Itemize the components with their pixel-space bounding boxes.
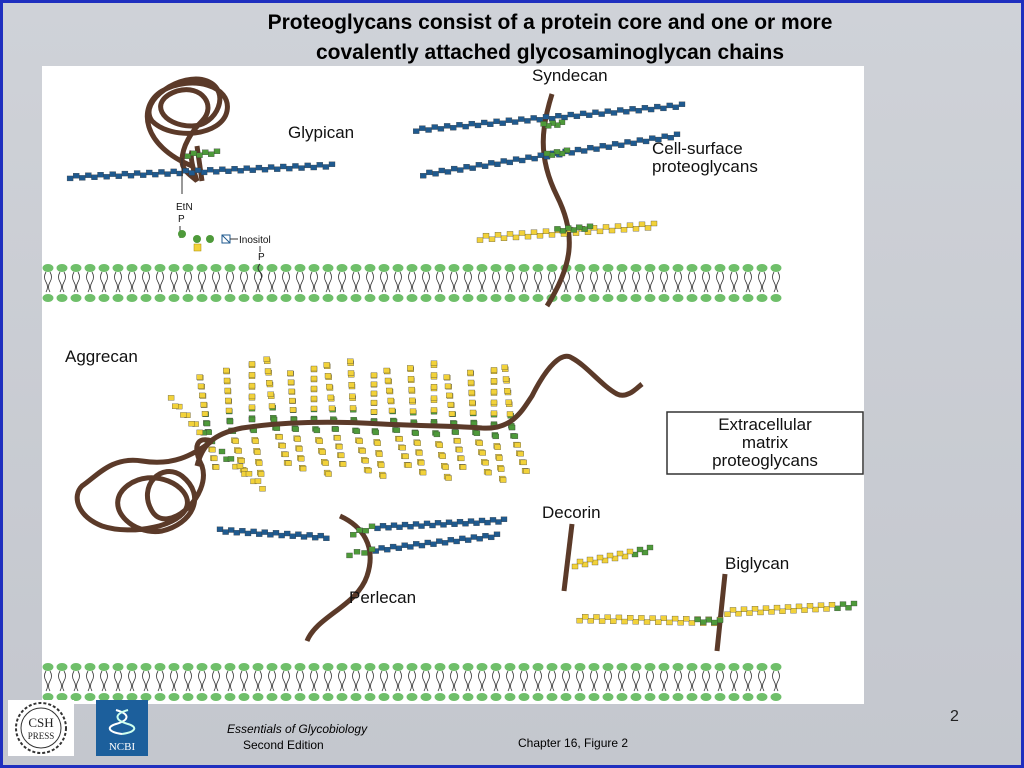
- page-number: 2: [950, 708, 959, 725]
- glypican-label: Glypican: [288, 123, 354, 142]
- title-line-2: covalently attached glycosaminoglycan ch…: [316, 41, 784, 64]
- aggrecan-core: [194, 353, 644, 467]
- perlecan-core: [304, 513, 373, 643]
- perlecan-gag-chains: [216, 516, 508, 559]
- syndecan-label: Syndecan: [532, 66, 608, 85]
- phosphate-label-1: P: [178, 214, 185, 225]
- decorin-label: Decorin: [542, 503, 601, 522]
- syndecan-gag-chains: [413, 101, 686, 243]
- decorin-gag-chain: [571, 544, 654, 570]
- perlecan-molecule: Perlecan: [216, 513, 508, 643]
- glypican-core: [144, 76, 230, 183]
- aggrecan-label: Aggrecan: [65, 347, 138, 366]
- phosphate-label-2: P: [258, 252, 265, 263]
- title-line-1: Proteoglycans consist of a protein core …: [267, 11, 833, 34]
- glypican-molecule: EtN P Inositol P Glypican: [66, 76, 354, 281]
- ecm-label-3: proteoglycans: [712, 451, 818, 470]
- aggrecan-gag-chains: [167, 356, 530, 492]
- inositol-label: Inositol: [239, 235, 271, 246]
- book-edition: Second Edition: [243, 738, 324, 752]
- perlecan-label: Perlecan: [349, 588, 416, 607]
- slide-title: Proteoglycans consist of a protein core …: [160, 8, 940, 68]
- aggrecan-molecule: Aggrecan: [65, 347, 644, 535]
- decorin-core: [561, 523, 575, 592]
- glypican-gag-chain: [66, 148, 336, 182]
- etn-label: EtN: [176, 202, 193, 213]
- biglycan-core: [714, 573, 728, 652]
- biglycan-molecule: Biglycan: [576, 554, 858, 652]
- ecm-label-2: matrix: [742, 433, 789, 452]
- aggrecan-g1-domain: [74, 437, 214, 535]
- csh-logo-text: CSH: [28, 715, 53, 730]
- ecm-label-1: Extracellular: [718, 415, 812, 434]
- ncbi-logo: NCBI: [96, 700, 148, 756]
- book-title: Essentials of Glycobiology: [227, 722, 368, 736]
- proteoglycan-diagram: EtN P Inositol P Glypican Syndecan Cell-…: [42, 66, 864, 701]
- ecm-label-box: Extracellular matrix proteoglycans: [666, 411, 864, 475]
- cell-surface-label-1: Cell-surface: [652, 139, 743, 158]
- cell-surface-label-2: proteoglycans: [652, 157, 758, 176]
- proteoglycan-figure: EtN P Inositol P Glypican Syndecan Cell-…: [42, 66, 864, 704]
- biglycan-label: Biglycan: [725, 554, 789, 573]
- decorin-molecule: Decorin: [542, 503, 654, 592]
- syndecan-molecule: Syndecan Cell-surface proteoglycans: [413, 66, 758, 308]
- svg-text:PRESS: PRESS: [28, 731, 55, 741]
- figure-reference: Chapter 16, Figure 2: [518, 736, 629, 750]
- csh-press-logo: CSH PRESS: [8, 700, 74, 756]
- biglycan-gag-chains: [576, 600, 858, 627]
- svg-text:NCBI: NCBI: [109, 741, 136, 753]
- cell-membrane-top: [42, 264, 782, 302]
- cell-membrane-bottom: [42, 663, 782, 701]
